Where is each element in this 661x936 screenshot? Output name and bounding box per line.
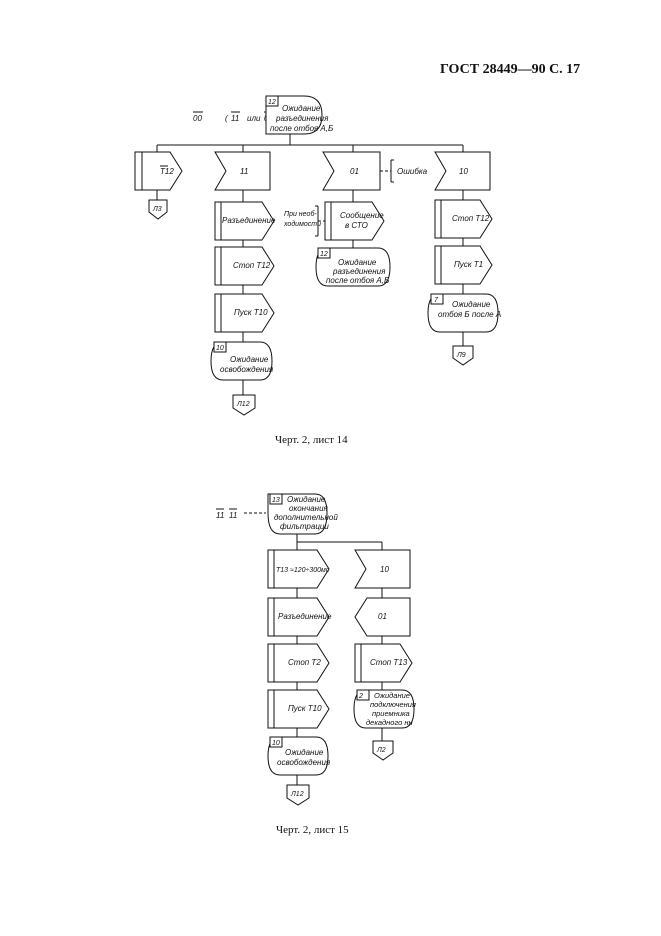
svg-text:Стоп Т12: Стоп Т12: [233, 261, 271, 270]
svg-text:Ожидание: Ожидание: [374, 691, 410, 700]
svg-text:Ожидание: Ожидание: [282, 104, 321, 113]
svg-text:10: 10: [380, 565, 389, 574]
svg-text:При необ-: При необ-: [284, 210, 317, 218]
column-t13: Т13 ≈120÷300мс Разъединение Стоп Т2: [267, 549, 332, 806]
svg-text:11: 11: [216, 511, 224, 520]
svg-text:Ожидание: Ожидание: [338, 258, 377, 267]
task-stop-t13-15: Стоп Т13: [354, 643, 413, 683]
task-stop-t12-10: Стоп Т12: [434, 199, 493, 239]
task-start-t10-15: Пуск Т10: [267, 689, 330, 729]
svg-text:13: 13: [272, 497, 280, 504]
svg-text:Разъединение: Разъединение: [222, 216, 276, 225]
svg-text:фильтрации: фильтрации: [280, 522, 329, 531]
svg-text:ходимости: ходимости: [283, 220, 321, 228]
svg-text:12: 12: [320, 251, 328, 258]
task-stop-t12-11: Стоп Т12: [214, 246, 275, 286]
column-t12: T12 Л3: [134, 151, 183, 220]
state-12-01: 12 Ожидание разъединения после отбоя А,Б: [315, 247, 391, 287]
task-message-sto: Сообщение в СТО: [324, 201, 385, 241]
svg-text:подключения: подключения: [370, 700, 416, 709]
svg-text:в СТО: в СТО: [345, 221, 368, 230]
svg-text:Ожидание: Ожидание: [230, 355, 269, 364]
svg-text:Л3: Л3: [152, 206, 162, 213]
state-10-15: 10 Ожидание освобождения: [267, 736, 331, 776]
caption-sheet-15: Черт. 2, лист 15: [276, 824, 349, 836]
column-10-15: 10 01 Стоп Т13 2 Ожидание: [353, 549, 416, 761]
svg-text:Пуск Т10: Пуск Т10: [288, 704, 322, 713]
svg-text:Стоп Т2: Стоп Т2: [288, 658, 321, 667]
caption-sheet-14: Черт. 2, лист 14: [275, 434, 348, 446]
state-12-box: 12 Ожидание разъединения после отбоя А,Б: [265, 95, 333, 135]
svg-text:2: 2: [358, 693, 363, 700]
svg-text:Стоп Т12: Стоп Т12: [452, 214, 490, 223]
svg-text:отбоя Б после А: отбоя Б после А: [438, 310, 501, 319]
column-10: 10 Стоп Т12 Пуск Т1 7: [427, 151, 501, 366]
connector-l2-15: [372, 740, 394, 761]
svg-text:или: или: [247, 114, 261, 123]
svg-text:7: 7: [434, 297, 439, 304]
state-10-11: 10 Ожидание освобождения: [210, 341, 274, 381]
svg-text:декадного нн: декадного нн: [366, 718, 413, 727]
svg-text:окончания: окончания: [289, 504, 329, 513]
state-2-15: 2 Ожидание подключения приемника декадно…: [353, 689, 416, 729]
svg-text:00: 00: [193, 114, 202, 123]
svg-text:Ожидание: Ожидание: [287, 495, 326, 504]
svg-text:(: (: [225, 114, 229, 123]
connector-l3: [148, 199, 168, 220]
sheet-15-diagram: 11 11 13 Ожидание окончания дополнительн…: [216, 493, 416, 806]
task-start-t1-10: Пуск Т1: [434, 245, 493, 285]
svg-text:Ожидание: Ожидание: [452, 300, 491, 309]
svg-text:T12: T12: [160, 167, 174, 176]
column-11: 11 Разъединение Стоп Т12 Пуск Т1: [210, 151, 276, 416]
svg-text:Ошибка: Ошибка: [397, 167, 428, 176]
svg-text:10: 10: [216, 345, 224, 352]
svg-text:Л12: Л12: [290, 791, 304, 798]
task-start-t10-11: Пуск Т10: [214, 293, 275, 333]
svg-text:Стоп Т13: Стоп Т13: [370, 658, 408, 667]
svg-text:Пуск Т10: Пуск Т10: [234, 308, 268, 317]
svg-text:разъединения: разъединения: [332, 267, 386, 276]
svg-text:12: 12: [268, 99, 276, 106]
svg-text:Пуск Т1: Пуск Т1: [454, 260, 483, 269]
svg-text:Л9: Л9: [456, 352, 466, 359]
svg-text:01: 01: [378, 612, 387, 621]
svg-text:после отбоя А,Б: после отбоя А,Б: [326, 276, 389, 285]
state-7-10: 7 Ожидание отбоя Б после А: [427, 293, 501, 333]
page-header: ГОСТ 28449—90 С. 17: [440, 62, 581, 77]
svg-text:после отбоя А,Б: после отбоя А,Б: [270, 124, 333, 133]
connector-l12: [232, 394, 256, 416]
svg-text:11: 11: [231, 114, 239, 123]
connector-l12-15: [286, 784, 310, 806]
svg-text:приемника: приемника: [372, 709, 410, 718]
signal-01-15: 01: [354, 597, 411, 637]
task-disconnect-11: Разъединение: [214, 201, 276, 241]
svg-text:дополнительной: дополнительной: [274, 513, 338, 522]
svg-text:освобождения: освобождения: [220, 365, 274, 374]
svg-text:10: 10: [459, 167, 468, 176]
svg-text:11: 11: [240, 167, 248, 176]
svg-text:Ожидание: Ожидание: [285, 748, 324, 757]
svg-text:освобождения: освобождения: [277, 758, 331, 767]
svg-text:11: 11: [229, 511, 237, 520]
svg-text:Разъединение: Разъединение: [278, 612, 332, 621]
svg-text:разъединения: разъединения: [275, 114, 329, 123]
condition-left-15: 11 11: [216, 508, 266, 520]
sheet-14-diagram: 00 ( 11 или 00 ) 12 Ожидание разъединени…: [134, 95, 501, 416]
svg-text:Л12: Л12: [236, 401, 250, 408]
svg-text:Т13 ≈120÷300мс: Т13 ≈120÷300мс: [276, 567, 330, 574]
note-if-needed: При необ- ходимости: [283, 205, 325, 237]
column-01: 01 Ошибка Сообщение в СТО При необ- ходи…: [283, 151, 428, 287]
svg-text:Л2: Л2: [376, 747, 386, 754]
svg-text:Сообщение: Сообщение: [340, 211, 384, 220]
connector-l9: [452, 345, 474, 366]
task-stop-t2-15: Стоп Т2: [267, 643, 330, 683]
task-disconnect-15: Разъединение: [267, 597, 332, 637]
state-13-box: 13 Ожидание окончания дополнительной фил…: [267, 493, 338, 535]
svg-text:10: 10: [272, 740, 280, 747]
svg-text:01: 01: [350, 167, 359, 176]
